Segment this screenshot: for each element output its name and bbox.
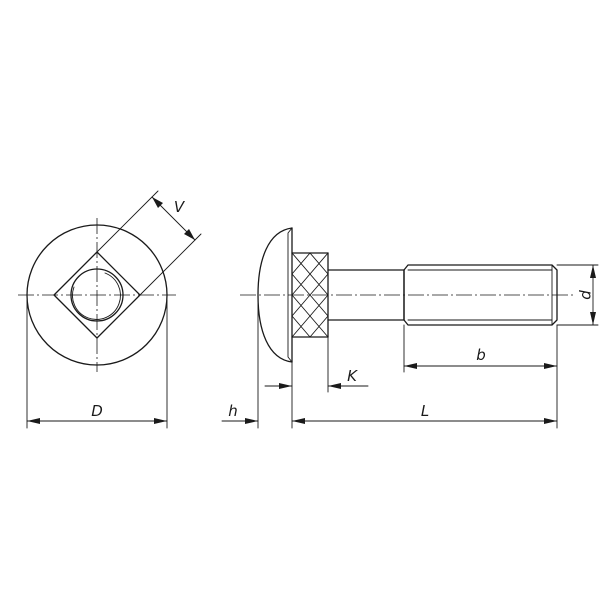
- v-arrow-1: [152, 197, 163, 208]
- k-arrow: [328, 383, 341, 389]
- thread-partial-arc: [72, 272, 121, 320]
- label-square-depth: K: [347, 367, 358, 385]
- h-arrow: [245, 418, 258, 424]
- thread-outline: [403, 264, 558, 326]
- domed-head: [257, 227, 293, 363]
- label-v: V: [174, 198, 186, 216]
- v-extension-line-1: [96, 190, 159, 253]
- label-head-height: h: [228, 402, 238, 420]
- thread-diameter-arrow-bottom: [590, 312, 596, 325]
- v-extension-line-2: [139, 233, 202, 296]
- d-arrow-right: [154, 418, 167, 424]
- d-arrow-left: [27, 418, 40, 424]
- label-length: L: [421, 402, 429, 420]
- label-thread-length: b: [476, 346, 486, 364]
- label-head-diameter: D: [91, 402, 103, 420]
- thread-diameter-arrow-top: [590, 265, 596, 278]
- head-chamfer-top: [287, 227, 293, 363]
- side-view: d b K h L: [221, 227, 599, 429]
- l-arrow-right: [544, 418, 557, 424]
- l-arrow-left: [292, 418, 305, 424]
- end-view: V D: [18, 190, 202, 429]
- h-inner-arrow: [279, 383, 292, 389]
- label-thread-diameter: d: [577, 290, 595, 300]
- b-arrow-left: [404, 363, 417, 369]
- b-arrow-right: [544, 363, 557, 369]
- v-arrow-2: [184, 229, 195, 240]
- neck-cross-hatch: [291, 252, 329, 338]
